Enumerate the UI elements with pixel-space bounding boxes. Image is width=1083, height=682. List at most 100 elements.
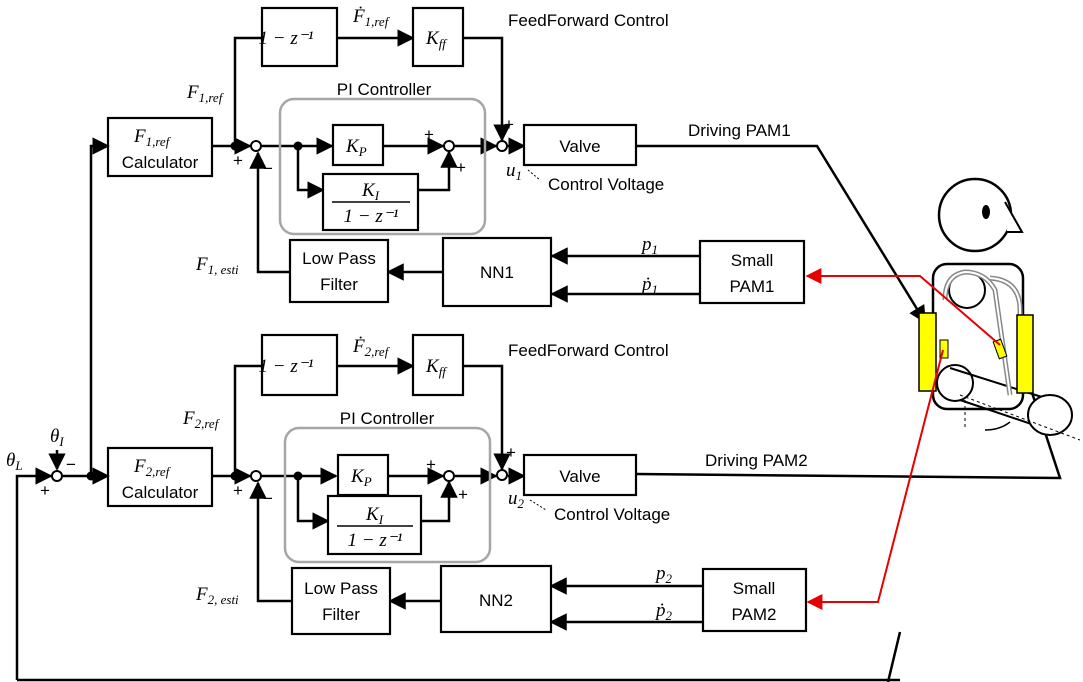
red-signal-pam1 xyxy=(805,268,1001,346)
pdot-label-2: ṗ2 xyxy=(654,600,673,623)
kff-label-1: Kff xyxy=(425,28,448,51)
pi-title-1: PI Controller xyxy=(337,80,432,99)
junction-input xyxy=(86,471,96,481)
elbow-joint xyxy=(936,364,974,402)
small-pam-line1-1: Small xyxy=(731,251,774,270)
driving-pam1-icon xyxy=(918,312,937,392)
kff-block-1 xyxy=(411,6,465,68)
pi-controller-box-1 xyxy=(278,97,487,236)
fref-calculator-2 xyxy=(106,446,214,508)
low-pass-filter-1 xyxy=(288,238,390,304)
diff-block-label-1: 1 − z⁻¹ xyxy=(259,28,314,49)
nose xyxy=(1004,201,1024,233)
wire-kff2-to-sum xyxy=(463,364,511,471)
diff-block-2 xyxy=(260,333,339,397)
sign-minus-input: − xyxy=(66,455,76,474)
small-pam-2 xyxy=(701,567,808,633)
wire-kff1-to-sum xyxy=(463,36,511,142)
u-label-1: u1 xyxy=(506,160,522,183)
lpf-line1-2: Low Pass xyxy=(304,579,378,598)
fref-label-1: F1,ref xyxy=(186,82,225,105)
sign-plus-ff-1: + xyxy=(504,115,514,134)
sign-plus-input: + xyxy=(40,481,50,500)
p-label-1: p1 xyxy=(640,234,658,257)
cv-leader-1 xyxy=(527,169,541,181)
sign-plus-error-1: + xyxy=(233,151,243,170)
kp-label-1: KP xyxy=(345,136,367,159)
valve-label-2: Valve xyxy=(559,467,600,486)
sum-input xyxy=(51,470,63,482)
f-esti-label-1: F1, esti xyxy=(195,254,239,277)
wire-lpf1-feedback xyxy=(249,151,290,274)
wire-branch-to-ki2 xyxy=(296,476,330,530)
low-pass-filter-2 xyxy=(290,566,392,636)
driving-pam-label-2: Driving PAM2 xyxy=(705,451,808,470)
wire-fref2-branch-up xyxy=(233,364,262,476)
pi-controller-box-2 xyxy=(283,426,492,564)
sign-plus-ki-2: + xyxy=(458,485,468,504)
lpf-line1-1: Low Pass xyxy=(302,249,376,268)
valve-1 xyxy=(522,123,638,167)
kff-block-2 xyxy=(411,333,465,397)
pdot-label-1: ṗ1 xyxy=(640,274,658,297)
sign-plus-ki-1: + xyxy=(456,158,466,177)
wire-theta-l-feedback xyxy=(886,631,902,682)
sum-pi-2 xyxy=(443,470,455,482)
red-signal-pam2 xyxy=(806,349,944,610)
sign-plus-kp-2: + xyxy=(426,455,436,474)
f-esti-label-2: F2, esti xyxy=(195,584,239,607)
calc-subtitle-2: Calculator xyxy=(122,483,199,502)
junction-fref1 xyxy=(230,141,240,151)
wire-ki1-to-pisum xyxy=(418,150,458,192)
lpf-line2-2: Filter xyxy=(322,605,360,624)
fref-calculator-1 xyxy=(106,116,214,178)
small-pam2-icon xyxy=(939,339,949,359)
p-label-2: p2 xyxy=(654,563,673,586)
control-voltage-label-1: Control Voltage xyxy=(548,175,664,194)
kp-label-2: KP xyxy=(350,466,372,489)
theta-l-label: θL xyxy=(6,450,23,473)
calc-subtitle-1: Calculator xyxy=(122,153,199,172)
fref-label-2: F2,ref xyxy=(182,408,221,431)
nn-label-1: NN1 xyxy=(480,263,514,282)
lpf-line2-1: Filter xyxy=(320,275,358,294)
u-label-2: u2 xyxy=(508,488,525,511)
theta-i-label: θI xyxy=(50,426,64,449)
small-pam-1 xyxy=(698,239,806,305)
kp-block-1 xyxy=(331,123,385,167)
nn-label-2: NN2 xyxy=(479,591,513,610)
wire-branch-to-calc1 xyxy=(89,137,110,476)
input-section: θL θI + − xyxy=(6,137,902,682)
diff-block-label-2: 1 − z⁻¹ xyxy=(259,356,314,377)
ki-block-2 xyxy=(326,494,423,556)
valve-2 xyxy=(522,453,638,497)
sensor-signals xyxy=(805,268,1001,610)
loop-1: 1 − z⁻¹ Ḟ1,ref Kff FeedForward Control F… xyxy=(106,6,927,324)
sign-plus-error-2: + xyxy=(233,481,243,500)
valve-label-1: Valve xyxy=(559,137,600,156)
kp-block-2 xyxy=(336,453,390,497)
wire-branch-to-ki1 xyxy=(296,146,325,199)
feedforward-label-2: FeedForward Control xyxy=(508,341,669,360)
cable-inner xyxy=(944,270,1011,396)
driving-pam-label-1: Driving PAM1 xyxy=(688,121,791,140)
sign-plus-kp-1: + xyxy=(424,125,434,144)
wire-theta-l-up xyxy=(15,467,53,680)
kff-label-2: Kff xyxy=(425,356,448,379)
sign-minus-error-1: − xyxy=(263,159,273,178)
nn-block-2 xyxy=(439,564,553,634)
loop-2: 1 − z⁻¹ Ḟ2,ref Kff FeedForward Control F… xyxy=(106,333,1062,636)
human-figure-illustration xyxy=(918,177,1081,441)
driving-pam2-icon xyxy=(1016,314,1034,394)
ki-denominator-2: 1 − z⁻¹ xyxy=(348,530,403,551)
sum-ff-2 xyxy=(496,469,508,481)
sum-error-2 xyxy=(250,470,262,482)
head xyxy=(937,177,1013,253)
wire-fref1-branch-up xyxy=(233,36,262,146)
cable-inner-2 xyxy=(989,277,1023,381)
sign-minus-error-2: − xyxy=(263,489,273,508)
ki-numerator-2: KI xyxy=(365,504,384,527)
calc-title-1: F1,ref xyxy=(133,126,172,149)
calc-title-2: F2,ref xyxy=(133,456,172,479)
